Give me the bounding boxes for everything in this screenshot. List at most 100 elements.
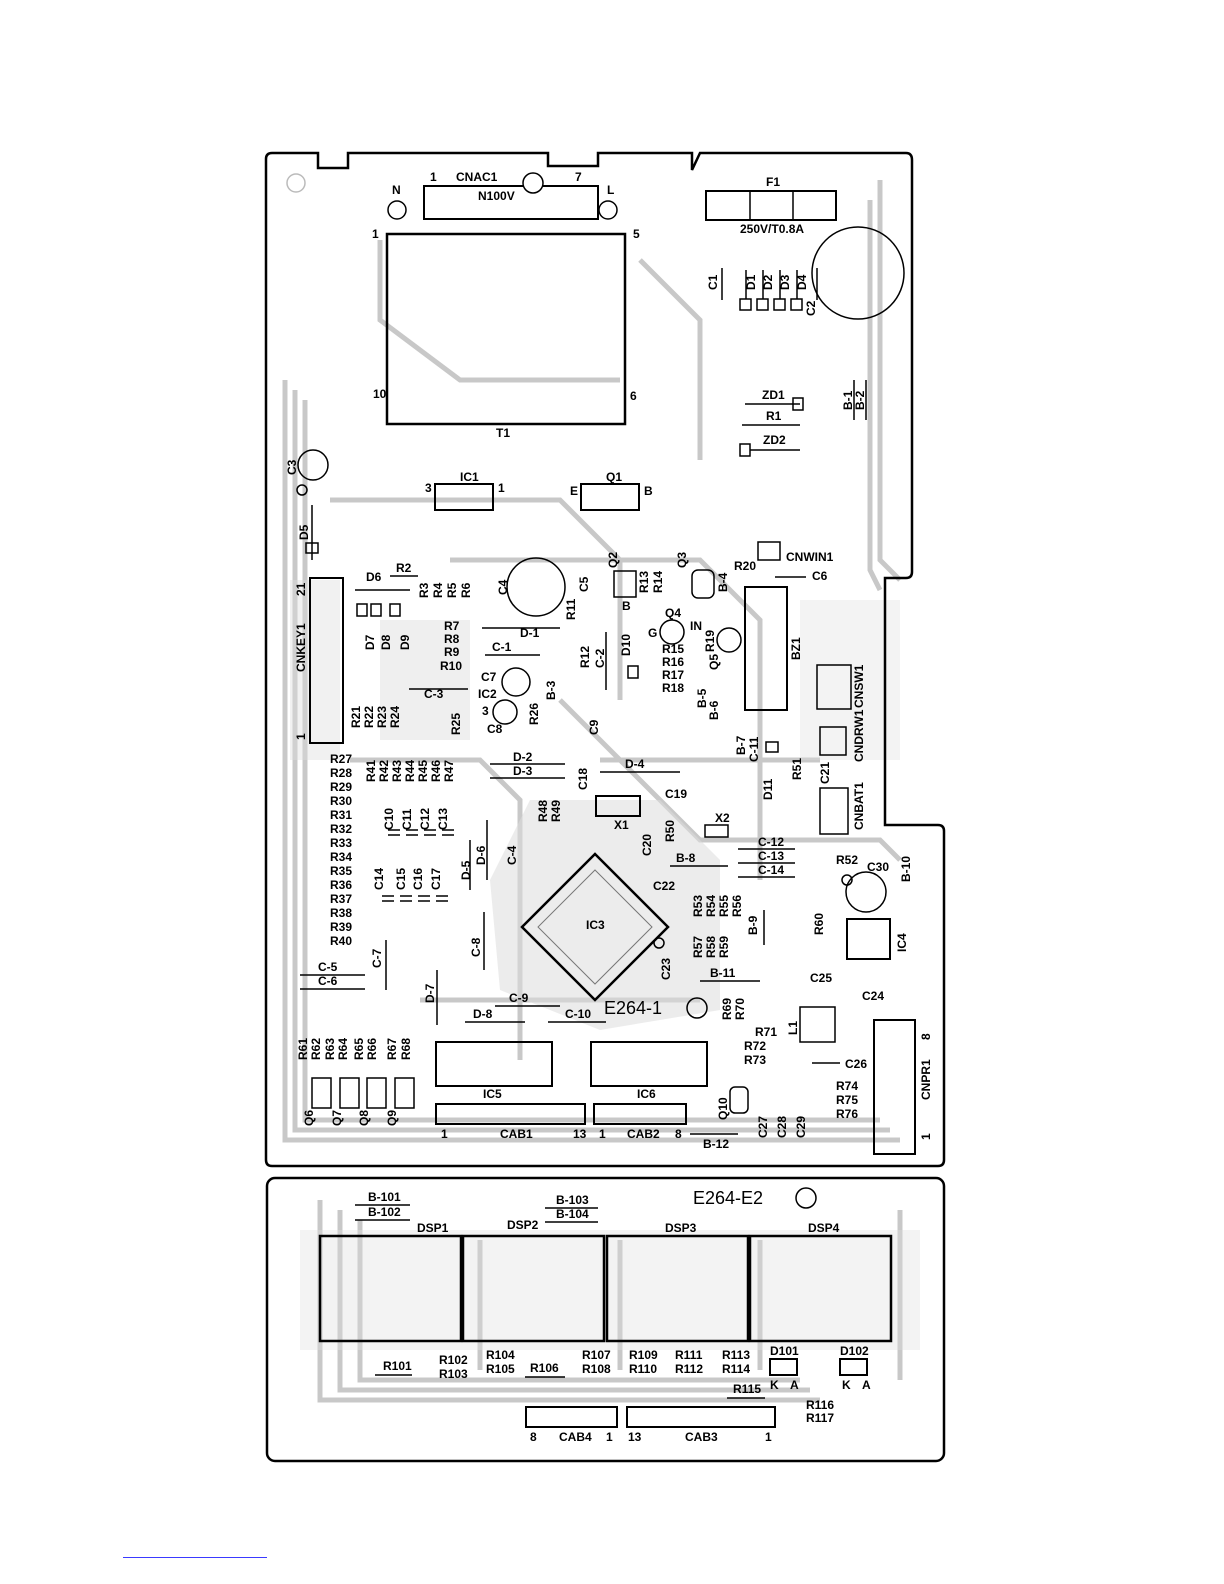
- d4-label: D4: [795, 274, 809, 290]
- b12-label: B-12: [703, 1137, 729, 1151]
- x2-label: X2: [715, 811, 730, 825]
- d3-jumper-label: D-3: [513, 764, 533, 778]
- cab4-connector: [525, 1406, 618, 1428]
- cab4-pin-8: 8: [530, 1430, 537, 1444]
- c29-label: C29: [794, 1116, 808, 1138]
- c22-label: C22: [653, 879, 675, 893]
- c24-label: C24: [862, 989, 884, 1003]
- fuse-rating-label: 250V/T0.8A: [740, 222, 804, 236]
- buzzer-bz1: [744, 586, 788, 711]
- svg-text:B-104: B-104: [556, 1207, 589, 1221]
- copper-planes: [290, 580, 920, 1350]
- svg-text:C11: C11: [400, 808, 414, 830]
- display-jumpers: B-101 B-102 B-103 B-104: [368, 1190, 589, 1221]
- svg-text:R64: R64: [336, 1038, 350, 1060]
- q1-pin-e: E: [570, 484, 578, 498]
- svg-text:Q6: Q6: [302, 1110, 316, 1126]
- svg-text:Q9: Q9: [385, 1110, 399, 1126]
- svg-text:C15: C15: [394, 868, 408, 890]
- voltage-label: N100V: [478, 189, 515, 203]
- b11-label: B-11: [710, 966, 736, 980]
- svg-text:R16: R16: [662, 655, 684, 669]
- r48-label: R48: [536, 800, 550, 822]
- q1-label: Q1: [606, 470, 622, 484]
- c9-label: C9: [587, 719, 601, 735]
- ic2-pin-3: 3: [482, 704, 489, 718]
- q3-label: Q3: [675, 552, 689, 568]
- r61-r68-group: R61 R62 R63 R64 R65 R66 R67 R68: [296, 1038, 413, 1060]
- r26-label: R26: [527, 703, 541, 725]
- d8-jumper-label: D-8: [473, 1007, 493, 1021]
- cnsw1-connector: [816, 664, 852, 710]
- cnbat1-label: CNBAT1: [852, 782, 866, 830]
- cnkey1-pin-1: 1: [294, 733, 308, 740]
- svg-text:R22: R22: [362, 706, 376, 728]
- main-board-outline: [264, 151, 946, 1168]
- r71-r73-stack: R71 R72 R73: [744, 1025, 777, 1067]
- svg-text:C-12: C-12: [758, 835, 784, 849]
- t1-pin-5: 5: [633, 227, 640, 241]
- q10-transistor: [729, 1086, 749, 1114]
- ic4-chip: [846, 918, 891, 960]
- d8-label: D8: [379, 634, 393, 650]
- svg-text:R116: R116: [806, 1398, 834, 1412]
- q4-pin-in: IN: [690, 619, 702, 633]
- svg-text:R15: R15: [662, 642, 684, 656]
- cnwin1-label: CNWIN1: [786, 550, 834, 564]
- svg-text:R71: R71: [755, 1025, 777, 1039]
- q2-transistor: [613, 570, 637, 598]
- svg-text:R110: R110: [629, 1362, 657, 1376]
- r15-r18-stack: R15 R16 R17 R18: [662, 642, 684, 695]
- ic2-label: IC2: [478, 687, 497, 701]
- d101-pin-a: A: [790, 1378, 799, 1392]
- svg-text:C-13: C-13: [758, 849, 784, 863]
- cnbat1-connector: [819, 787, 849, 835]
- ic1-regulator: [434, 483, 494, 511]
- q5-transistor: [716, 627, 742, 653]
- d3-label: D3: [778, 274, 792, 290]
- svg-text:R42: R42: [377, 760, 391, 782]
- q2-label: Q2: [606, 552, 620, 568]
- q4-label: Q4: [665, 606, 681, 620]
- display-board-id: E264-E2: [693, 1188, 763, 1208]
- r12-label: R12: [578, 646, 592, 668]
- r14-label: R14: [651, 571, 665, 593]
- svg-text:R61: R61: [296, 1038, 310, 1060]
- q3-transistor: [691, 569, 715, 599]
- svg-text:R106: R106: [530, 1361, 559, 1375]
- svg-text:R75: R75: [836, 1093, 858, 1107]
- svg-text:R32: R32: [330, 822, 352, 836]
- cab3-label: CAB3: [685, 1430, 718, 1444]
- svg-text:R40: R40: [330, 934, 352, 948]
- r70-label: R70: [733, 998, 747, 1020]
- cab2-label: CAB2: [627, 1127, 660, 1141]
- d5-label: D5: [297, 524, 311, 540]
- ic5-label: IC5: [483, 1087, 502, 1101]
- svg-text:C16: C16: [411, 868, 425, 890]
- d11-label: D11: [761, 778, 775, 800]
- svg-text:R4: R4: [431, 582, 445, 598]
- d102-pin-k: K: [842, 1378, 851, 1392]
- c7-jumper-label: C-7: [370, 948, 384, 968]
- d101-label: D101: [770, 1344, 799, 1358]
- svg-text:C10: C10: [382, 808, 396, 830]
- led-d7-d9: [356, 603, 401, 617]
- c4-label: C4: [496, 579, 510, 595]
- r49-label: R49: [549, 800, 563, 822]
- c8-label: C8: [487, 722, 503, 736]
- capacitor-c7: [501, 667, 531, 697]
- c5-jumper-label: C-5: [318, 960, 338, 974]
- svg-text:R55: R55: [717, 895, 731, 917]
- zd1-label: ZD1: [762, 388, 785, 402]
- transformer-t1: [385, 232, 627, 426]
- c14-c17-group: C14 C15 C16 C17: [372, 868, 443, 890]
- cab3-connector: [626, 1406, 776, 1428]
- svg-text:R9: R9: [444, 645, 460, 659]
- svg-text:R74: R74: [836, 1079, 858, 1093]
- svg-text:R35: R35: [330, 864, 352, 878]
- cnsw1-label: CNSW1: [852, 664, 866, 708]
- ic4-label: IC4: [895, 933, 909, 952]
- c20-label: C20: [640, 834, 654, 856]
- b8-label: B-8: [676, 851, 696, 865]
- ic6-label: IC6: [637, 1087, 656, 1101]
